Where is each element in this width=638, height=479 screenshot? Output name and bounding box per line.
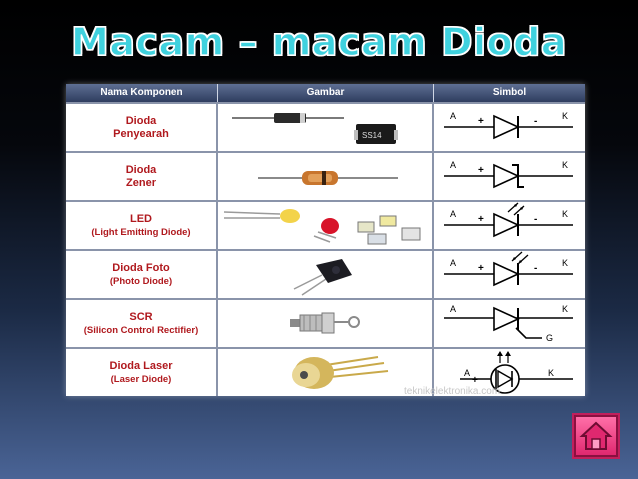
cathode-label: K [562,111,568,121]
component-symbol: A K G [434,300,585,347]
header-name: Nama Komponen [66,84,218,102]
name-line1: Dioda Foto [112,261,170,274]
header-symbol: Simbol [492,87,527,98]
plus-label: + [478,263,484,274]
component-name: Dioda Penyearah [66,104,218,151]
component-symbol: A K + [434,153,585,200]
component-symbol: A K + - [434,104,585,151]
scr-image [290,312,360,334]
zener-symbol: A K + [444,160,573,189]
component-picture [218,202,434,249]
minus-label: - [534,214,537,225]
anode-label: A [450,209,456,219]
anode-label: A [450,160,456,170]
header-picture: Gambar [218,84,434,102]
diode-table: Nama Komponen Gambar Simbol Dioda Penyea… [66,84,585,396]
led-symbol: A K + - [444,202,573,238]
laser-diode-symbol: A K + [460,351,573,394]
component-picture [218,349,434,396]
diode-symbol: A K + - [444,111,573,140]
anode-label: A [450,258,456,268]
component-name: SCR (Silicon Control Rectifier) [66,300,218,347]
component-picture: SS14 [218,104,434,151]
anode-label: A [450,111,456,121]
cathode-label: K [562,209,568,219]
minus-label: - [534,116,537,127]
chip-label: SS14 [362,131,382,140]
component-symbol: A K + [434,349,585,396]
component-picture [218,251,434,298]
name-line2: (Light Emitting Diode) [91,226,191,238]
gate-label: G [546,333,553,343]
plus-label: + [478,214,484,225]
component-symbol: A K + - [434,251,585,298]
watermark: teknikelektronika.com [404,386,501,397]
anode-label: A [450,304,456,314]
plus-label: + [478,165,484,176]
name-line2: (Silicon Control Rectifier) [83,324,199,336]
name-line2: Penyearah [113,127,169,140]
cathode-label: K [562,160,568,170]
home-button[interactable] [574,415,618,457]
photodiode-image [293,259,352,296]
table-row: Dioda Penyearah SS14 A K + - [66,102,585,151]
name-line1: Dioda [125,114,157,127]
cathode-label: K [562,258,568,268]
component-name: Dioda Laser (Laser Diode) [66,349,218,396]
component-name: LED (Light Emitting Diode) [66,202,218,249]
home-icon [579,421,613,450]
component-name: Dioda Foto (Photo Diode) [66,251,218,298]
table-row: Dioda Zener A K + [66,151,585,200]
zener-diode-image [258,171,398,185]
table-row: LED (Light Emitting Diode) [66,200,585,249]
laser-diode-image [292,356,389,389]
component-name: Dioda Zener [66,153,218,200]
table-row: Dioda Foto (Photo Diode) A K + [66,249,585,298]
component-picture [218,300,434,347]
table-row: SCR (Silicon Control Rectifier) A [66,298,585,347]
led-image [223,209,421,245]
rectifier-diode-image: SS14 [232,113,398,144]
name-line2: (Photo Diode) [109,275,173,287]
cathode-label: K [562,304,568,314]
name-line2: Zener [126,176,156,189]
table-row: Dioda Laser (Laser Diode) [66,347,585,396]
slide-title: Macam – macam Dioda [70,19,567,64]
component-picture [218,153,434,200]
name-line2: (Laser Diode) [110,373,172,385]
minus-label: - [534,263,537,274]
cathode-label: K [548,368,554,378]
name-line1: LED [130,212,152,225]
component-symbol: A K + - [434,202,585,249]
plus-label: + [478,116,484,127]
name-line1: Dioda Laser [109,359,173,372]
table-header: Nama Komponen Gambar Simbol [66,84,585,102]
name-line1: SCR [129,310,153,323]
scr-symbol: A K G [444,304,573,343]
photodiode-symbol: A K + - [444,251,573,287]
plus-label: + [472,375,478,386]
anode-label: A [464,368,470,378]
name-line1: Dioda [125,163,157,176]
